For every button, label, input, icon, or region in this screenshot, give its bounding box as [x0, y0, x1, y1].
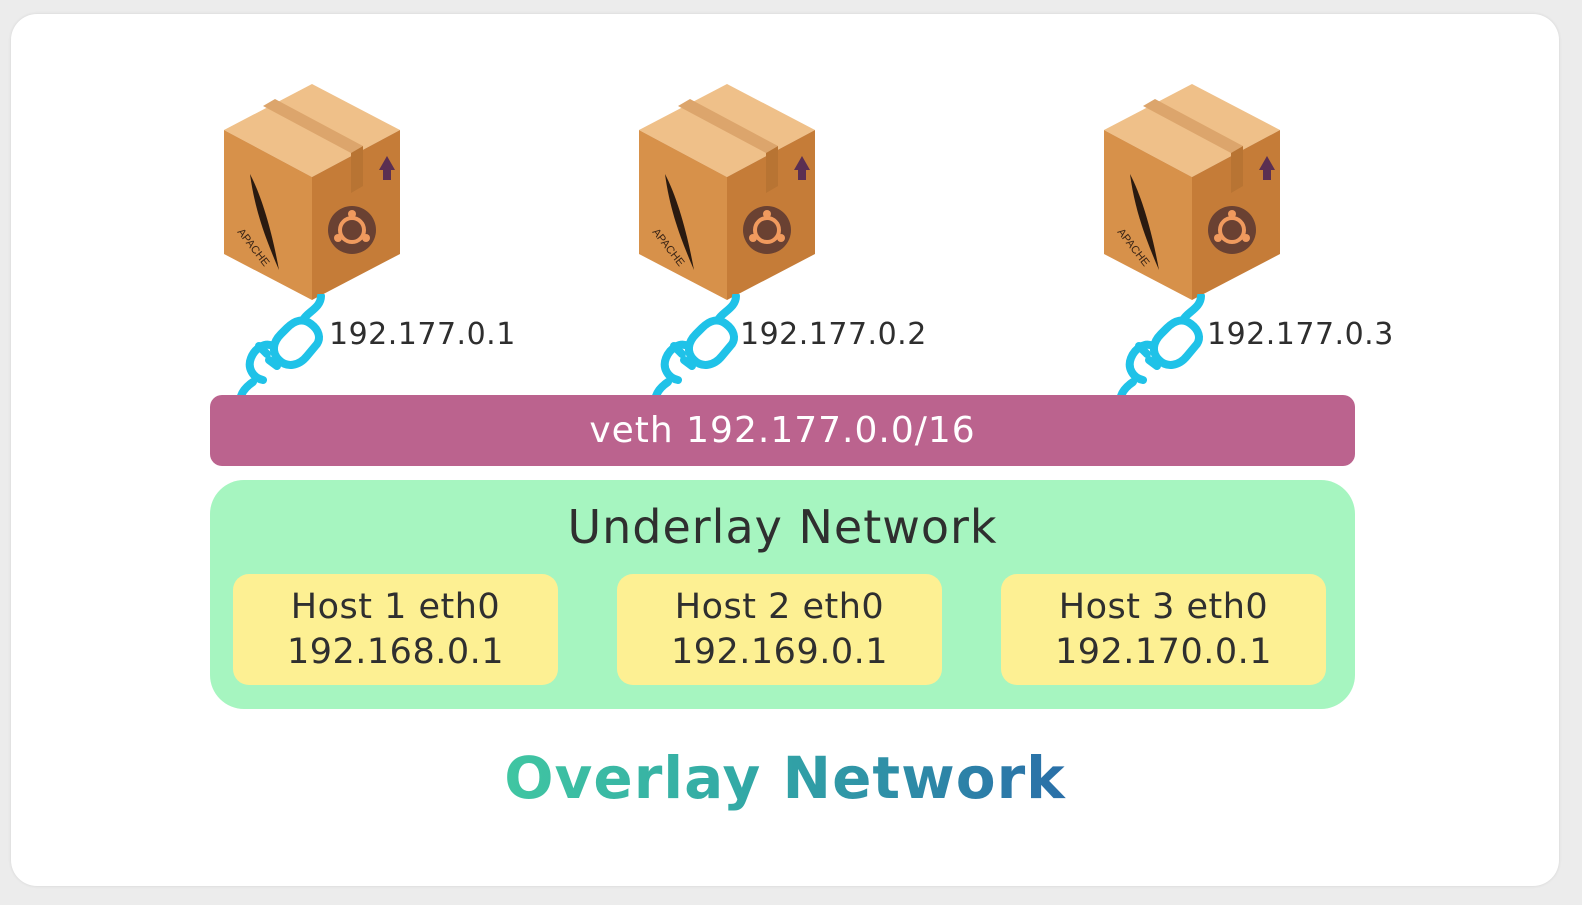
- overlay-network-title: Overlay Network: [11, 744, 1559, 812]
- host-ip: 192.169.0.1: [670, 631, 889, 672]
- container-box-icon: APACHE: [639, 84, 815, 300]
- host-ip: 192.168.0.1: [286, 631, 505, 672]
- container-ip-label: 192.177.0.1: [329, 317, 516, 352]
- host-box-3: Host 3 eth0 192.170.0.1: [1001, 574, 1326, 685]
- host-box-2: Host 2 eth0 192.169.0.1: [617, 574, 942, 685]
- container-3: APACHE 192.177.0.3: [1097, 82, 1397, 402]
- veth-label: veth 192.177.0.0/16: [589, 410, 976, 451]
- container-1: APACHE 192.177.0.1: [217, 82, 517, 402]
- host-box-1: Host 1 eth0 192.168.0.1: [233, 574, 558, 685]
- container-box-icon: APACHE: [224, 84, 400, 300]
- host-name: Host 3 eth0: [1058, 586, 1269, 627]
- network-plug-icon: [1117, 294, 1205, 396]
- container-ip-label: 192.177.0.2: [740, 317, 927, 352]
- host-name: Host 2 eth0: [674, 586, 885, 627]
- diagram-canvas: APACHE 192.177.0.1: [11, 14, 1559, 886]
- container-box-icon: APACHE: [1104, 84, 1280, 300]
- network-plug-icon: [237, 294, 325, 396]
- container-2: APACHE 192.177.0.2: [632, 82, 932, 402]
- veth-bridge-bar: veth 192.177.0.0/16: [210, 395, 1355, 466]
- host-ip: 192.170.0.1: [1054, 631, 1273, 672]
- overlay-title-text: Overlay Network: [504, 744, 1066, 812]
- underlay-title: Underlay Network: [567, 500, 998, 554]
- container-ip-label: 192.177.0.3: [1207, 317, 1394, 352]
- host-name: Host 1 eth0: [290, 586, 501, 627]
- underlay-network-panel: Underlay Network Host 1 eth0 192.168.0.1…: [210, 480, 1355, 709]
- network-plug-icon: [652, 294, 740, 396]
